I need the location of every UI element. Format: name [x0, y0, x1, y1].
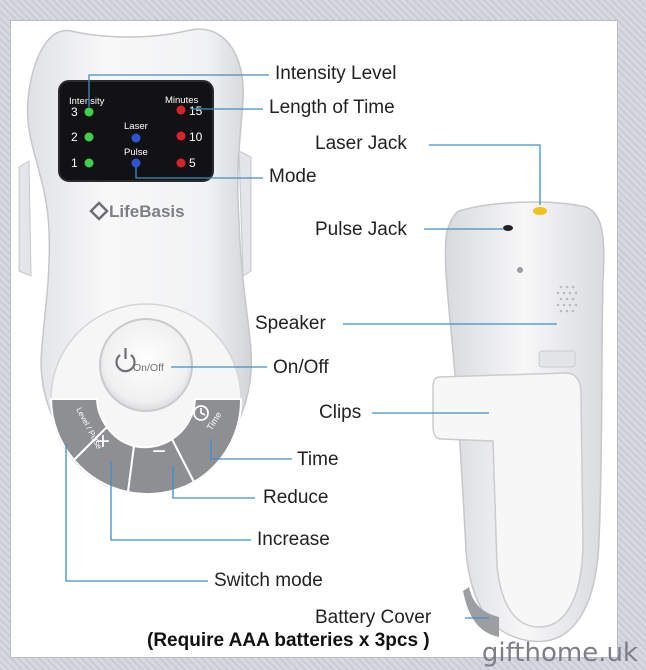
diagram-frame: Intensity Minutes 3 2 1 15 10 5 Laser Pu…	[10, 20, 618, 658]
display-screen	[58, 80, 214, 182]
screen-laser-label: Laser	[124, 121, 148, 132]
laser-jack-port	[533, 207, 547, 215]
led-intensity-3	[84, 107, 94, 117]
callout-battery-cover: Battery Cover	[315, 607, 432, 628]
callout-reduce: Reduce	[263, 487, 329, 508]
power-button-label: On/Off	[133, 362, 164, 374]
pulse-jack-port	[503, 225, 513, 231]
speaker-grill	[556, 285, 578, 313]
callout-length-of-time: Length of Time	[269, 97, 395, 118]
front-device: Intensity Minutes 3 2 1 15 10 5 Laser Pu…	[18, 28, 253, 496]
time-button[interactable]	[170, 398, 243, 484]
battery-requirement-note: (Require AAA batteries x 3pcs )	[147, 630, 430, 651]
callout-switch-mode: Switch mode	[214, 570, 323, 591]
leader-lines	[65, 74, 557, 619]
belt-clip	[432, 372, 584, 628]
screen-intensity-header: Intensity	[69, 96, 105, 107]
brand-name: LifeBasis	[109, 202, 185, 221]
callout-laser-jack: Laser Jack	[315, 133, 407, 154]
clock-icon	[193, 405, 209, 421]
right-side-tab	[238, 150, 252, 277]
led-minutes-5	[176, 158, 186, 168]
brand-diamond-icon	[89, 201, 109, 221]
callout-speaker: Speaker	[255, 313, 326, 334]
callout-clips: Clips	[319, 402, 362, 423]
led-intensity-1	[84, 158, 94, 168]
callout-pulse-jack: Pulse Jack	[315, 219, 407, 240]
leader-increase	[110, 461, 251, 541]
screen-minutes-10: 10	[189, 130, 203, 144]
clip-slot	[538, 350, 576, 368]
side-device	[432, 201, 605, 643]
leader-laser-jack	[429, 144, 541, 205]
power-button[interactable]	[99, 318, 193, 412]
increase-button-label: +	[96, 428, 110, 455]
callout-increase: Increase	[257, 529, 330, 550]
callout-on-off: On/Off	[273, 357, 329, 378]
leader-mode	[135, 167, 263, 179]
reduce-button-label: −	[152, 438, 166, 465]
leader-time	[210, 439, 292, 460]
leader-switch-mode	[65, 443, 208, 582]
left-side-tab	[18, 160, 32, 277]
callout-mode: Mode	[269, 166, 317, 187]
screen-intensity-3: 3	[71, 105, 78, 119]
brand-logo: LifeBasis	[89, 201, 185, 221]
screen-minutes-header: Minutes	[165, 95, 199, 106]
led-intensity-2	[84, 132, 94, 142]
callout-time: Time	[297, 449, 339, 470]
screen-minutes-15: 15	[189, 104, 203, 118]
led-minutes-15	[176, 105, 186, 115]
device-illustration: Intensity Minutes 3 2 1 15 10 5 Laser Pu…	[18, 28, 605, 643]
leader-reduce	[172, 466, 255, 499]
led-pulse	[131, 158, 141, 168]
screen-intensity-2: 2	[71, 130, 78, 144]
callout-intensity-level: Intensity Level	[275, 63, 397, 84]
screen-intensity-1: 1	[71, 156, 78, 170]
screen-minutes-5: 5	[189, 156, 196, 170]
side-screw	[517, 267, 523, 273]
watermark: gifthome.uk	[481, 638, 638, 668]
led-minutes-10	[176, 131, 186, 141]
leader-intensity-level	[88, 74, 269, 107]
battery-cover	[463, 587, 499, 637]
screen-pulse-label: Pulse	[124, 147, 148, 158]
led-laser	[131, 133, 141, 143]
power-icon	[115, 348, 136, 373]
